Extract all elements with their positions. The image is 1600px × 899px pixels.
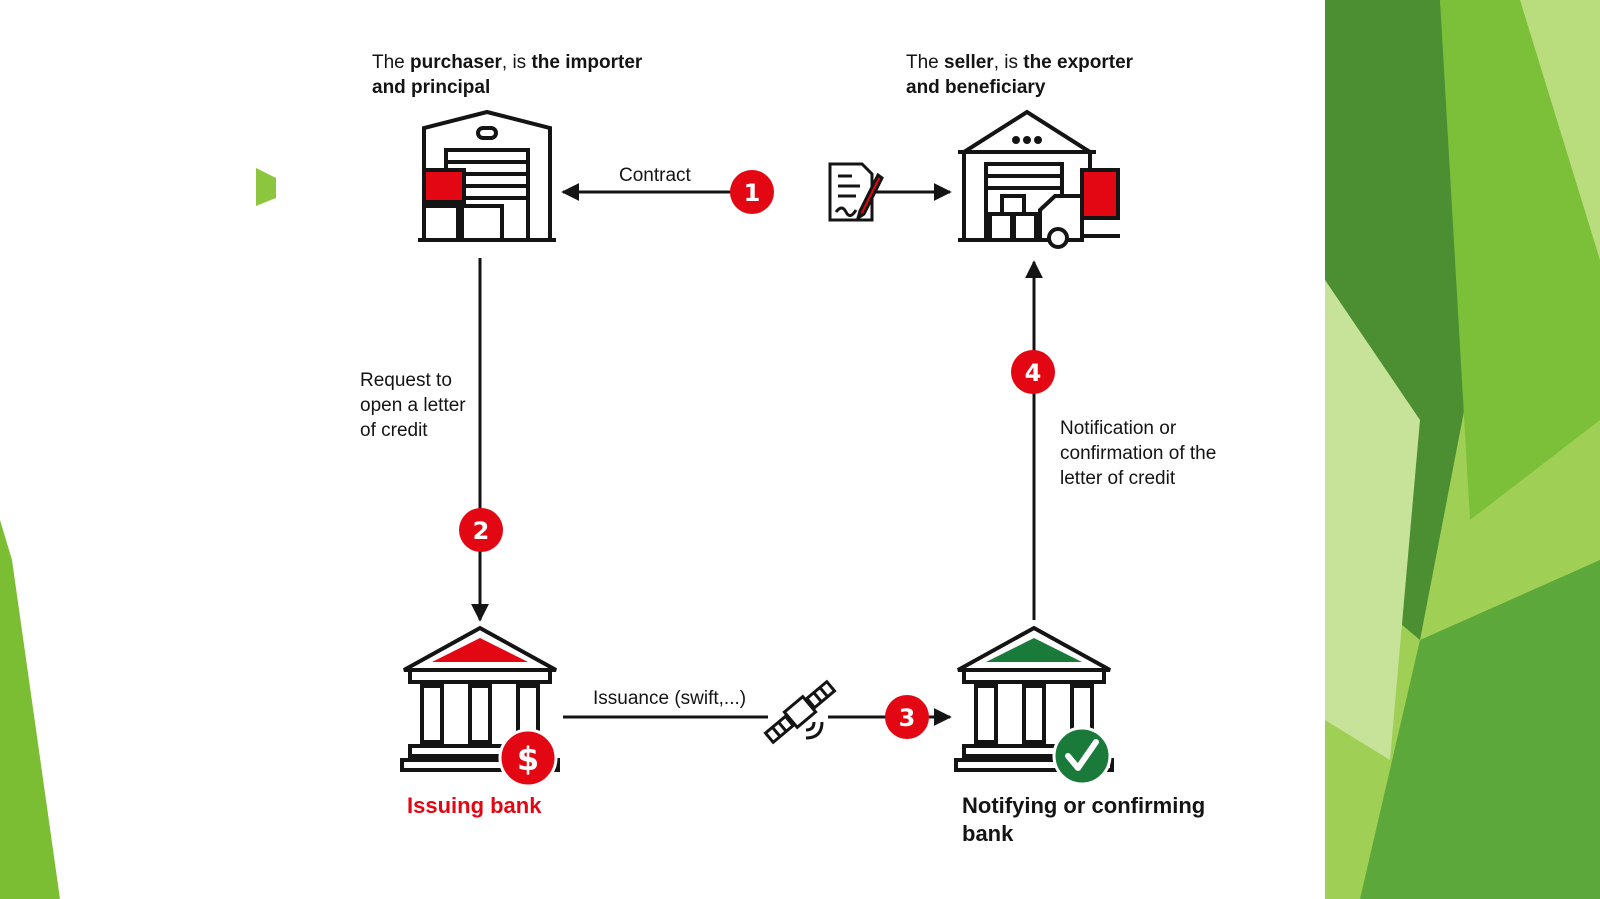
seller-caption-pre: The — [906, 52, 945, 73]
step-3-number: 3 — [899, 704, 916, 732]
step-3-label: Issuance (swift,...) — [593, 688, 747, 709]
purchaser-caption-bold1: purchaser — [410, 52, 502, 73]
issuing-bank-label: Issuing bank — [407, 793, 542, 818]
step-2-number: 2 — [473, 517, 490, 545]
step-4-label: Notification or confirmation of the lett… — [1060, 418, 1217, 489]
notifying-bank-label: Notifying or confirming bank — [962, 793, 1206, 846]
step-1-number: 1 — [744, 179, 761, 207]
step-2-badge: 2 — [459, 508, 503, 552]
right-lower-facet — [1360, 560, 1600, 899]
seller-caption-bold1: seller — [944, 52, 994, 73]
check-badge — [1052, 726, 1112, 786]
purchaser-caption: The purchaser, is the importer and princ… — [372, 50, 672, 100]
warehouse-icon — [418, 109, 556, 242]
step-1-label: Contract — [619, 165, 691, 186]
seller-caption: The seller, is the exporter and benefici… — [906, 50, 1156, 100]
purchaser-caption-pre: The — [372, 52, 411, 73]
dollar-badge: $ — [498, 728, 558, 788]
left-bottom-sliver — [0, 520, 60, 899]
right-pale-facet — [1325, 280, 1420, 760]
right-top-facet — [1520, 0, 1600, 260]
left-chevron-mark — [256, 168, 276, 206]
bank-dollar-icon — [400, 625, 560, 772]
warehouse-truck-icon — [958, 109, 1120, 249]
step-1-badge: 1 — [730, 170, 774, 214]
seller-caption-bold2: the exporter and beneficiary — [906, 52, 1134, 98]
signed-document-icon — [828, 162, 884, 222]
purchaser-caption-mid: , is — [501, 52, 532, 73]
satellite-icon — [763, 679, 837, 745]
step-2-label: Request to open a letter of credit — [360, 370, 466, 441]
step-3-badge: 3 — [885, 695, 929, 739]
step-4-badge: 4 — [1011, 350, 1055, 394]
svg-text:$: $ — [517, 740, 539, 778]
step-4-number: 4 — [1025, 359, 1042, 387]
bank-check-icon — [954, 625, 1114, 772]
purchaser-caption-bold2: the importer and principal — [372, 52, 643, 98]
seller-caption-mid: , is — [993, 52, 1024, 73]
